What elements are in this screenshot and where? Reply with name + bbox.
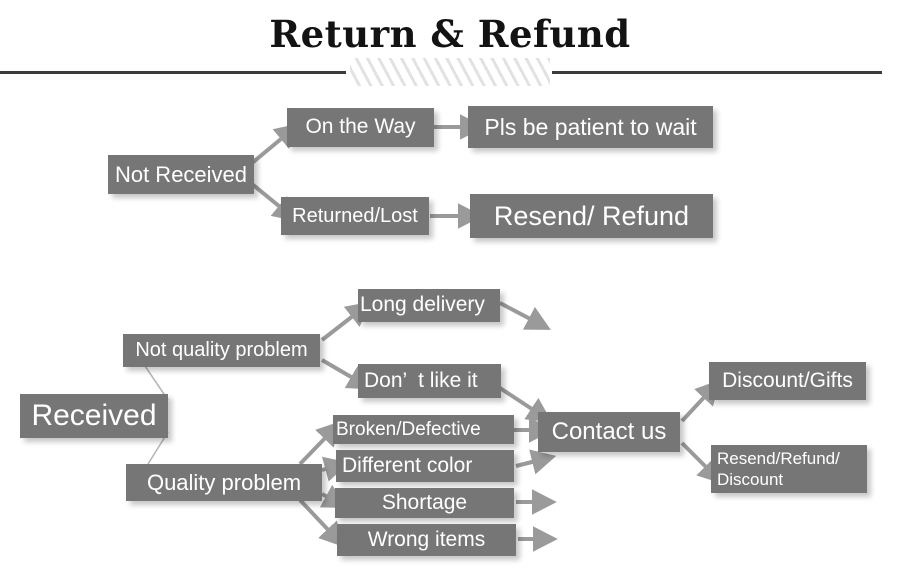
node-different-color[interactable]: Different color (336, 450, 514, 482)
node-long-delivery[interactable]: Long delivery (358, 289, 500, 322)
page-title: Return & Refund (269, 12, 631, 56)
node-on-the-way[interactable]: On the Way (287, 108, 434, 147)
divider-line-left (0, 71, 346, 74)
node-contact-us[interactable]: Contact us (538, 412, 680, 452)
node-broken-defective[interactable]: Broken/Defective (333, 415, 514, 444)
node-not-quality-problem[interactable]: Not quality problem (123, 334, 320, 367)
hatch-divider-icon (350, 58, 550, 86)
node-quality-problem[interactable]: Quality problem (126, 464, 322, 501)
node-resend-refund[interactable]: Resend/ Refund (470, 194, 713, 238)
node-shortage[interactable]: Shortage (335, 488, 514, 518)
node-wrong-items[interactable]: Wrong items (337, 524, 516, 556)
node-resend-refund-discount[interactable]: Resend/Refund/ Discount (711, 445, 867, 493)
node-dont-like-it[interactable]: Don’ t like it (358, 364, 501, 398)
node-returned-lost[interactable]: Returned/Lost (281, 197, 429, 235)
node-not-received[interactable]: Not Received (108, 155, 254, 194)
divider-line-right (552, 71, 882, 74)
node-discount-gifts[interactable]: Discount/Gifts (709, 362, 866, 400)
node-received[interactable]: Received (20, 394, 168, 438)
node-pls-be-patient-to-wait[interactable]: Pls be patient to wait (468, 106, 713, 148)
